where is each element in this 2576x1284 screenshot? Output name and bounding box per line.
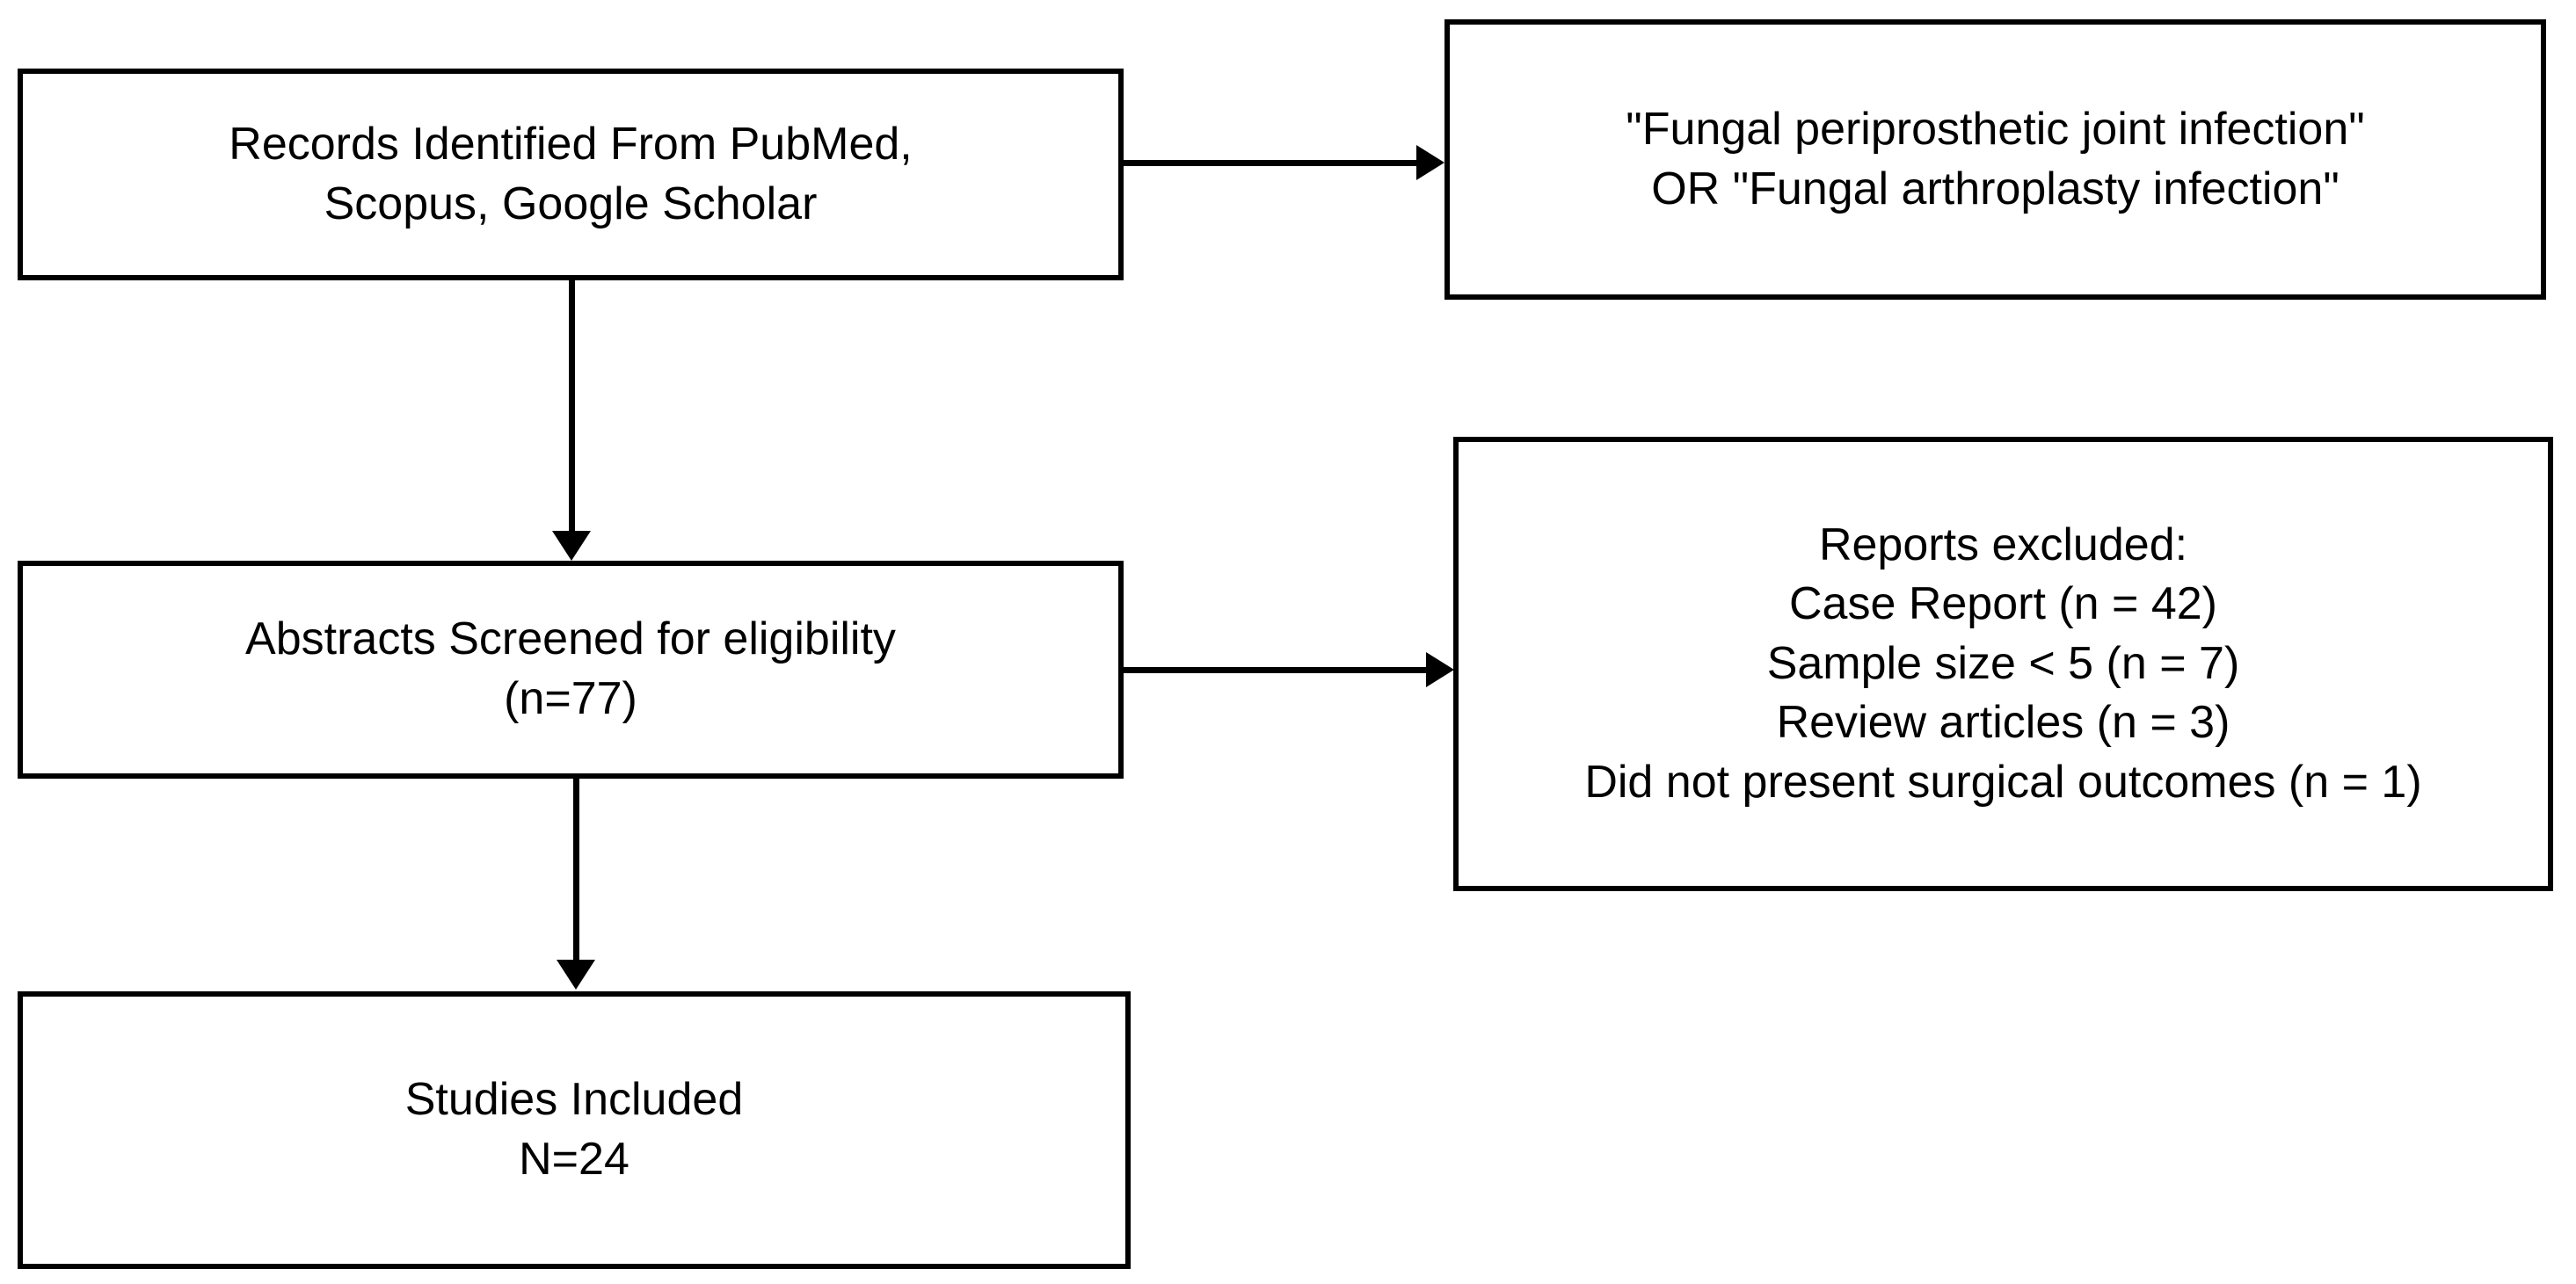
box-search-query: "Fungal periprosthetic joint infection" … — [1444, 19, 2546, 300]
arrow-head-down-icon — [557, 960, 595, 990]
box-reports-excluded-line-3: Sample size < 5 (n = 7) — [1766, 637, 2240, 689]
box-reports-excluded-line-5: Did not present surgical outcomes (n = 1… — [1584, 756, 2422, 808]
box-records-identified: Records Identified From PubMed, Scopus, … — [18, 69, 1124, 280]
box-studies-included-line-2: N=24 — [519, 1134, 629, 1185]
box-search-query-line-2: OR "Fungal arthroplasty infection" — [1651, 163, 2340, 214]
box-studies-included: Studies Included N=24 — [18, 991, 1131, 1269]
box-reports-excluded-line-1: Reports excluded: — [1818, 519, 2188, 570]
arrow-line-vertical — [573, 779, 579, 963]
box-reports-excluded-line-2: Case Report (n = 42) — [1788, 578, 2218, 630]
box-studies-included-line-1: Studies Included — [404, 1074, 744, 1126]
box-reports-excluded: Reports excluded: Case Report (n = 42) S… — [1453, 437, 2553, 891]
arrow-line-horizontal — [1124, 160, 1420, 166]
arrow-head-right-icon — [1426, 652, 1454, 687]
box-records-identified-line-1: Records Identified From PubMed, — [229, 118, 913, 170]
box-abstracts-screened-line-2: (n=77) — [504, 673, 637, 724]
box-reports-excluded-line-4: Review articles (n = 3) — [1776, 697, 2230, 749]
arrow-head-right-icon — [1416, 145, 1444, 180]
arrow-head-down-icon — [552, 531, 591, 561]
arrow-line-horizontal — [1124, 667, 1430, 673]
box-search-query-line-1: "Fungal periprosthetic joint infection" — [1626, 103, 2365, 155]
arrow-line-vertical — [569, 279, 575, 534]
box-records-identified-line-2: Scopus, Google Scholar — [324, 178, 818, 229]
box-abstracts-screened-line-1: Abstracts Screened for eligibility — [245, 613, 896, 665]
box-abstracts-screened: Abstracts Screened for eligibility (n=77… — [18, 561, 1124, 779]
